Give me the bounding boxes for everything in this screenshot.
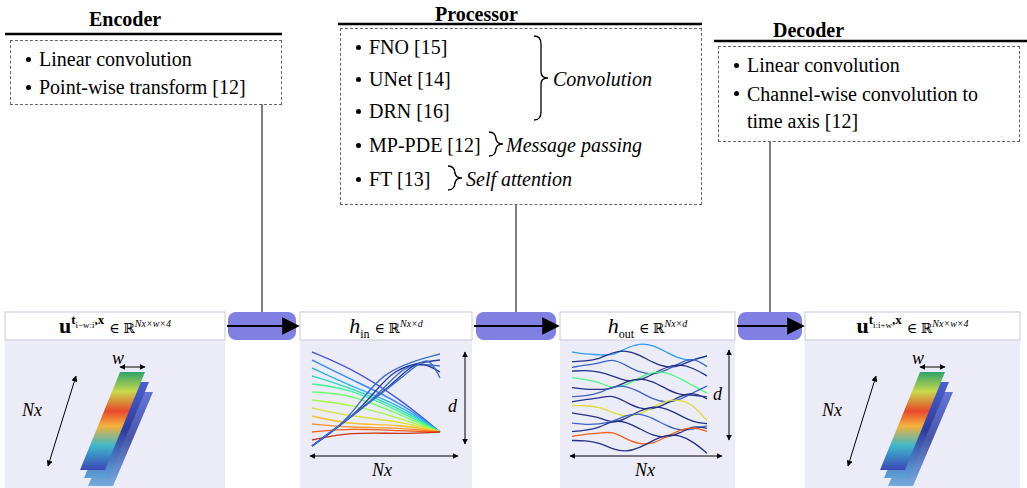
math-symbol: u <box>59 313 71 338</box>
latent-panel: hin ∈ ℝNx×dNx d <box>300 312 472 488</box>
dimension-label: d <box>713 384 722 404</box>
latent-curve <box>572 400 707 421</box>
latent-curves <box>312 344 707 453</box>
latent-curve <box>312 432 440 440</box>
heading-rule <box>338 23 702 26</box>
list-item: Channel-wise convolution to time axis [1… <box>731 81 981 135</box>
dimension-label: Nx <box>22 400 42 420</box>
dimension-label: Nx <box>822 400 842 420</box>
latent-curve <box>572 435 707 453</box>
list-item: UNet [14] <box>353 67 451 91</box>
math-symbol: Nx×w×4 <box>135 318 171 329</box>
latent-curve <box>312 408 440 432</box>
output-panel: uti:i+w,x ∈ ℝNx×w×4 wNx <box>805 312 1020 488</box>
decoder-box: DecoderLinear convolutionChannel-wise co… <box>718 46 1020 142</box>
latent-curve <box>312 416 440 432</box>
latent-curve <box>572 414 707 430</box>
math-symbol: Nx×w×4 <box>932 318 968 329</box>
dimension-label: d <box>448 396 457 416</box>
flow-arrow <box>227 325 298 327</box>
brace <box>448 36 548 190</box>
connector-block <box>228 312 802 340</box>
latent-curve <box>312 365 440 446</box>
panel-header: hout ∈ ℝNx×d <box>560 312 735 340</box>
math-symbol: u <box>856 313 868 338</box>
section-heading: Processor <box>435 2 518 26</box>
panel-header: hin ∈ ℝNx×d <box>300 312 472 340</box>
list-item: Linear convolution <box>23 47 192 71</box>
list-item: FNO [15] <box>353 35 447 59</box>
math-symbol: ∈ ℝ <box>109 321 135 336</box>
processor-box: ProcessorFNO [15]UNet [14]DRN [16]Convol… <box>340 28 702 205</box>
brace <box>489 132 503 156</box>
list-item: Point-wise transform [12] <box>23 75 246 99</box>
latent-curve <box>312 360 440 446</box>
field-sheets <box>80 372 953 486</box>
input-panel: uti−w:i,x ∈ ℝNx×w×4 wNx <box>5 312 225 488</box>
math-symbol: t <box>869 312 873 327</box>
dimension-label: Nx <box>635 460 655 480</box>
math-symbol: ,x <box>95 312 105 327</box>
dimension-label: Nx <box>372 460 392 480</box>
list-item: FT [13] <box>353 167 430 191</box>
group-label: Self attention <box>466 167 572 191</box>
latent-curve <box>312 364 440 446</box>
math-symbol: ∈ ℝ <box>907 321 933 336</box>
latent-panel: hout ∈ ℝNx×d dNx <box>560 312 735 488</box>
panels <box>5 312 1020 488</box>
latent-curve <box>572 344 707 360</box>
math-symbol: i:i+w <box>873 320 892 330</box>
math-symbol: ∈ ℝ <box>639 321 665 336</box>
leader-line <box>769 142 771 312</box>
latent-curve <box>312 368 440 432</box>
list-item: MP-PDE [12] <box>353 133 481 157</box>
dimension-label: w <box>912 348 924 368</box>
group-label: Convolution <box>553 67 652 91</box>
latent-curve <box>572 407 707 424</box>
brace <box>534 36 548 120</box>
latent-curve <box>312 354 440 446</box>
latent-curve <box>312 400 440 432</box>
leader-line <box>261 104 263 312</box>
encoder-box: EncoderLinear convolutionPoint-wise tran… <box>10 40 282 105</box>
math-symbol: Nx×d <box>664 318 687 329</box>
group-label: Message passing <box>506 133 642 157</box>
list-item: DRN [16] <box>353 99 450 123</box>
math-symbol: h <box>608 313 619 338</box>
latent-curve <box>312 361 440 446</box>
math-symbol: Nx×d <box>400 318 423 329</box>
math-symbol: ∈ ℝ <box>374 321 400 336</box>
panel-header: uti:i+w,x ∈ ℝNx×w×4 <box>805 312 1020 340</box>
math-symbol: out <box>619 327 634 341</box>
section-heading: Decoder <box>773 18 844 42</box>
heading-rule <box>5 33 282 36</box>
heading-rule <box>714 40 1027 43</box>
math-symbol: t <box>71 312 75 327</box>
flow-arrow <box>474 325 558 327</box>
math-symbol: in <box>360 327 369 341</box>
section-heading: Encoder <box>89 7 161 31</box>
math-symbol: i−w:i <box>75 320 94 330</box>
math-symbol: ,x <box>892 312 902 327</box>
math-symbol: h <box>349 313 360 338</box>
dimension-label: w <box>112 348 124 368</box>
dimension-marks <box>48 350 945 466</box>
leader-line <box>515 205 517 312</box>
flow-arrow <box>737 325 803 327</box>
list-item: Linear convolution <box>731 53 900 77</box>
panel-header: uti−w:i,x ∈ ℝNx×w×4 <box>5 312 225 340</box>
brace <box>448 166 462 190</box>
